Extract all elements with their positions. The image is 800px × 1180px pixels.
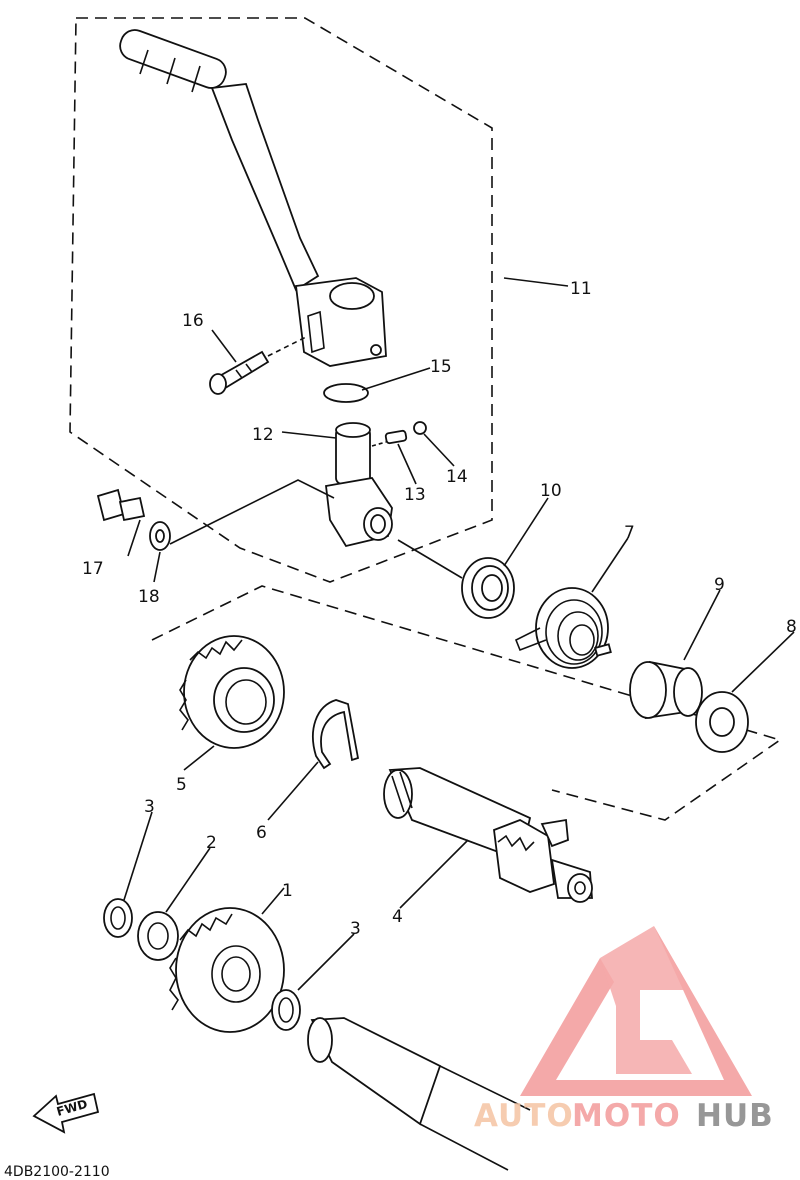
assembly-outline-11 <box>69 17 493 583</box>
washer-8 <box>695 691 749 753</box>
leader-lines <box>123 277 795 991</box>
callout-12: 12 <box>252 425 274 445</box>
callout-9: 9 <box>714 575 725 595</box>
callout-5: 5 <box>176 775 187 795</box>
callout-1: 1 <box>282 881 293 901</box>
watermark-auto: AUTO <box>474 1098 574 1134</box>
watermark-hub: HUB <box>696 1098 774 1134</box>
callout-15: 15 <box>430 357 452 377</box>
bolt-17 <box>96 488 146 522</box>
callout-10: 10 <box>540 481 562 501</box>
collar-9 <box>629 660 703 720</box>
ball-14 <box>413 421 427 435</box>
callout-16: 16 <box>182 311 204 331</box>
kick-axle-4 <box>383 767 593 903</box>
callout-7: 7 <box>624 523 635 543</box>
callout-13: 13 <box>404 485 426 505</box>
callout-8: 8 <box>786 617 797 637</box>
kick-boss-12 <box>325 422 393 548</box>
washer-2 <box>137 911 179 961</box>
circlip-6 <box>312 699 360 770</box>
torsion-spring-7 <box>514 587 612 669</box>
callout-11: 11 <box>570 279 592 299</box>
callout-17: 17 <box>82 559 104 579</box>
diagram-code: 4DB2100-2110 <box>4 1164 110 1180</box>
callout-18: 18 <box>138 587 160 607</box>
ratchet-gear-5 <box>179 635 285 749</box>
assembly-outline-shaft <box>151 585 782 821</box>
automotohub-logo: AUTO MOTO HUB <box>474 926 774 1134</box>
kick-gear-1 <box>169 907 285 1033</box>
circlip-3-left <box>103 898 133 938</box>
callout-4: 4 <box>392 907 403 927</box>
callout-14: 14 <box>446 467 468 487</box>
pin-13 <box>371 429 408 447</box>
callout-3a: 3 <box>144 797 155 817</box>
lower-shaft <box>307 1017 531 1171</box>
oil-seal-10 <box>397 539 515 619</box>
kick-crank-lever <box>119 29 387 367</box>
watermark-moto: MOTO <box>572 1098 681 1134</box>
washer-18 <box>149 479 335 551</box>
callout-labels: 1 2 3 3 4 5 6 7 8 9 10 11 12 13 14 15 16… <box>82 279 797 939</box>
o-ring-15 <box>323 383 369 403</box>
callout-2: 2 <box>206 833 217 853</box>
bolt-16 <box>209 335 309 395</box>
callout-6: 6 <box>256 823 267 843</box>
fwd-arrow: FWD <box>32 1092 100 1134</box>
callout-3b: 3 <box>350 919 361 939</box>
circlip-3-right <box>271 989 301 1031</box>
